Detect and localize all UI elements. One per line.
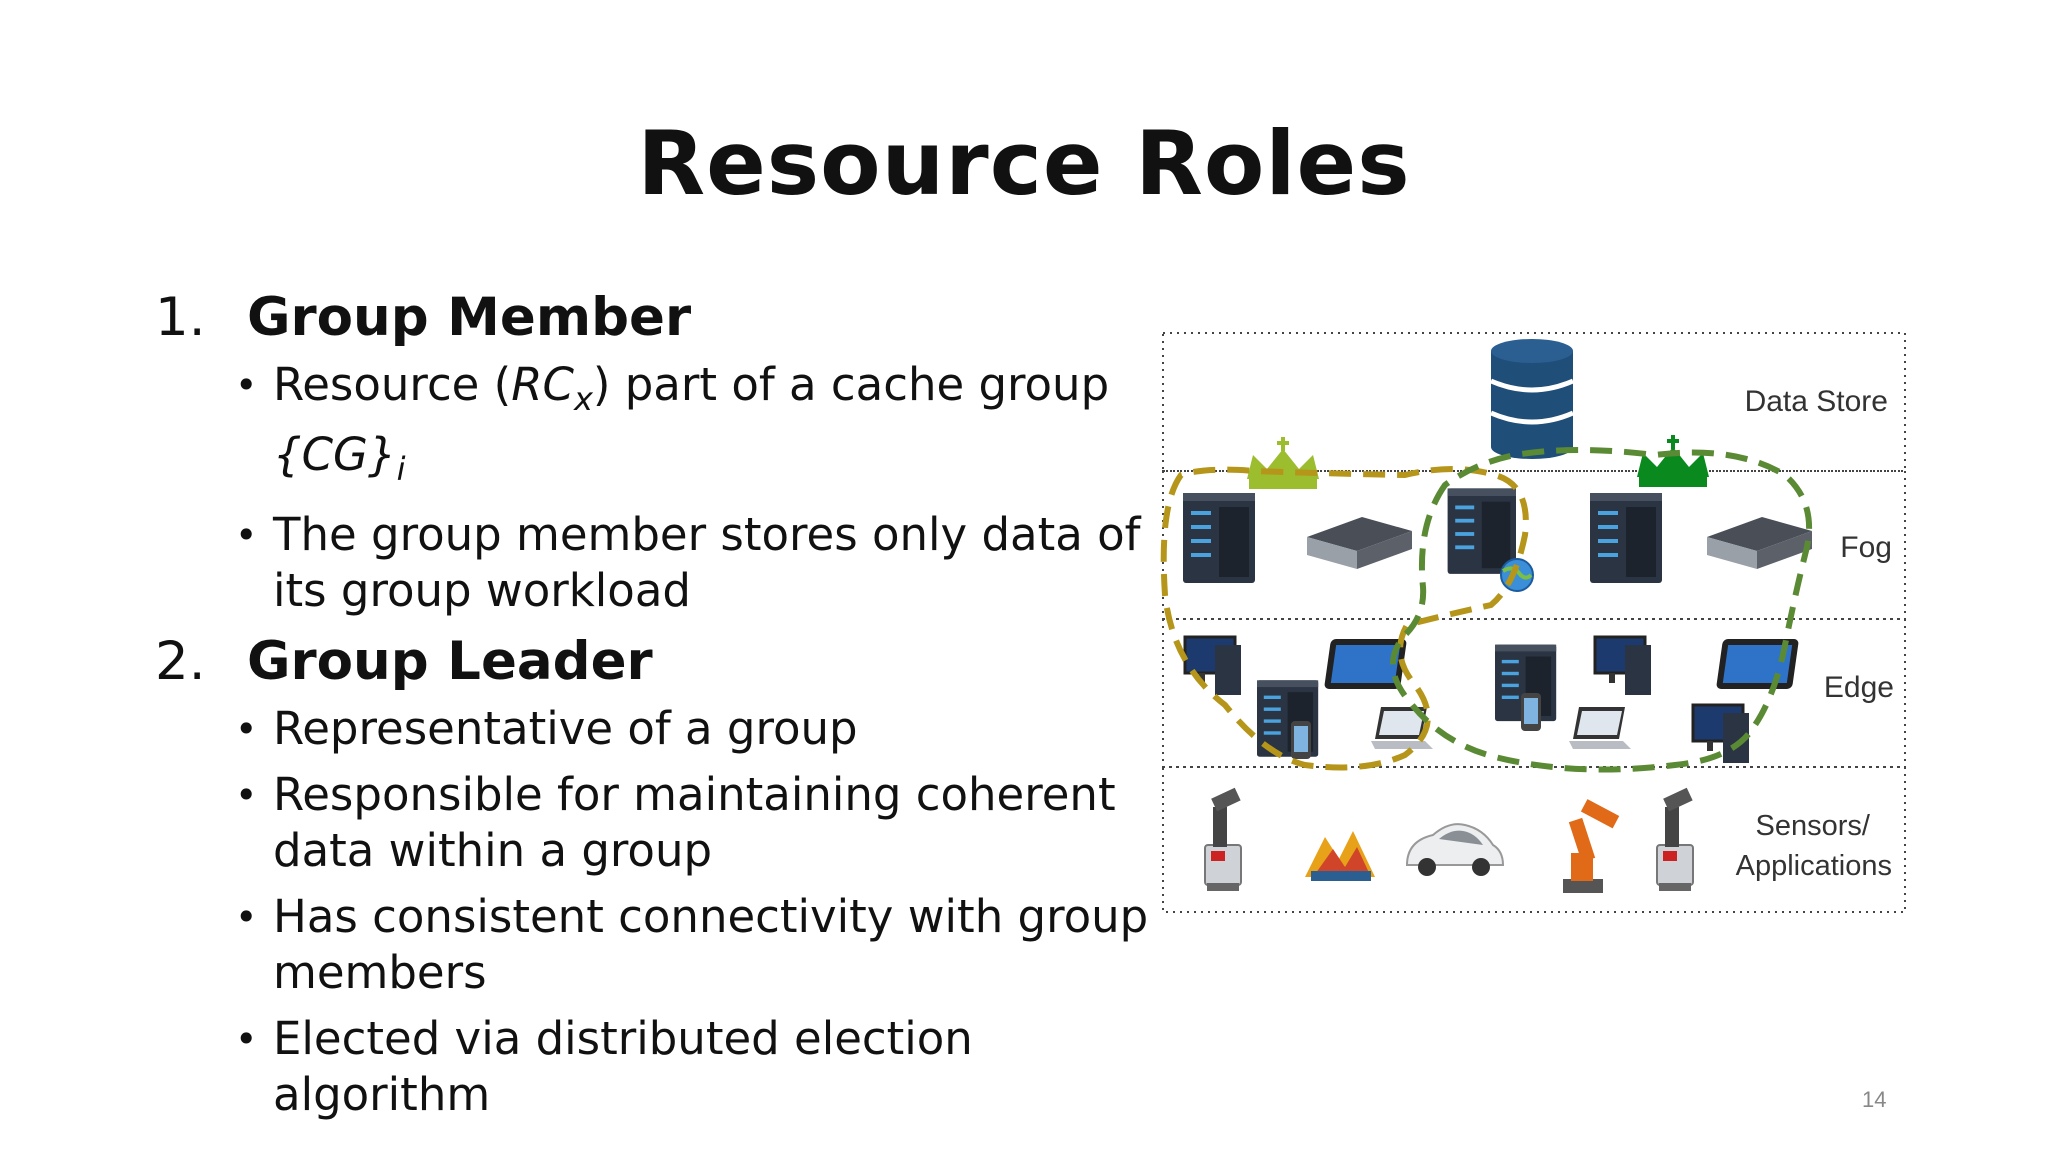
industrial-robot-icon — [1563, 799, 1620, 893]
bullet-item: Elected via distributed election algorit… — [235, 1011, 1165, 1123]
globe-icon — [1500, 558, 1534, 592]
server-icon — [1590, 493, 1662, 583]
bullet-text: ) part of a cache group — [592, 358, 1110, 411]
layer-label-applications: Applications — [1736, 850, 1892, 882]
phone-icon — [1521, 693, 1541, 731]
car-icon — [1405, 823, 1505, 876]
desktop-icon — [1593, 635, 1653, 697]
crown-icon — [1637, 435, 1709, 487]
bullet-item: The group member stores only data of its… — [235, 507, 1165, 619]
section-heading: Group Leader — [247, 631, 653, 692]
group-boundary-leader-1 — [1160, 466, 1529, 771]
bullet-text: Resource ( — [273, 358, 512, 411]
math-rc-subscript: x — [573, 380, 593, 418]
laptop-icon — [1569, 707, 1631, 749]
server-icon — [1183, 493, 1255, 583]
slide-number: 14 — [1862, 1087, 1887, 1112]
server-box-icon — [1307, 517, 1412, 569]
desktop-icon — [1183, 635, 1243, 697]
robot-icon — [1656, 786, 1694, 892]
slide-content: 1. Group Member Resource (RCx) part of a … — [155, 285, 1165, 1133]
architecture-diagram: Data Store Fog Edge Sensors/ Application… — [1160, 332, 1906, 913]
layer-label-sensors: Sensors/ — [1756, 810, 1871, 842]
group-member-bullets: Resource (RCx) part of a cache group {CG}… — [155, 357, 1165, 619]
slide-title: Resource Roles — [637, 112, 1411, 215]
phone-icon — [1291, 721, 1311, 759]
bullet-item: Has consistent connectivity with group m… — [235, 889, 1165, 1001]
server-icon — [1447, 488, 1516, 574]
app-logo-icon — [1305, 831, 1375, 881]
section-group-member: 1. Group Member — [155, 285, 1165, 351]
crown-icon — [1247, 437, 1319, 489]
layer-label-fog: Fog — [1840, 531, 1892, 564]
section-group-leader: 2. Group Leader — [155, 629, 1165, 695]
section-number: 1. — [155, 287, 206, 348]
bullet-item: Responsible for maintaining coherent dat… — [235, 767, 1165, 879]
robot-icon — [1204, 786, 1242, 892]
section-heading: Group Member — [247, 287, 692, 348]
section-number: 2. — [155, 631, 206, 692]
math-rc: RC — [511, 358, 574, 411]
bullet-item: Resource (RCx) part of a cache group {CG}… — [235, 357, 1165, 497]
server-box-icon — [1707, 517, 1812, 569]
database-icon — [1489, 339, 1575, 459]
layer-label-edge: Edge — [1824, 671, 1894, 704]
group-leader-bullets: Representative of a group Responsible fo… — [155, 701, 1165, 1123]
bullet-item: Representative of a group — [235, 701, 1165, 757]
math-cg-subscript: i — [396, 450, 406, 488]
math-cg: {CG} — [273, 428, 397, 481]
layer-label-data-store: Data Store — [1745, 385, 1888, 418]
